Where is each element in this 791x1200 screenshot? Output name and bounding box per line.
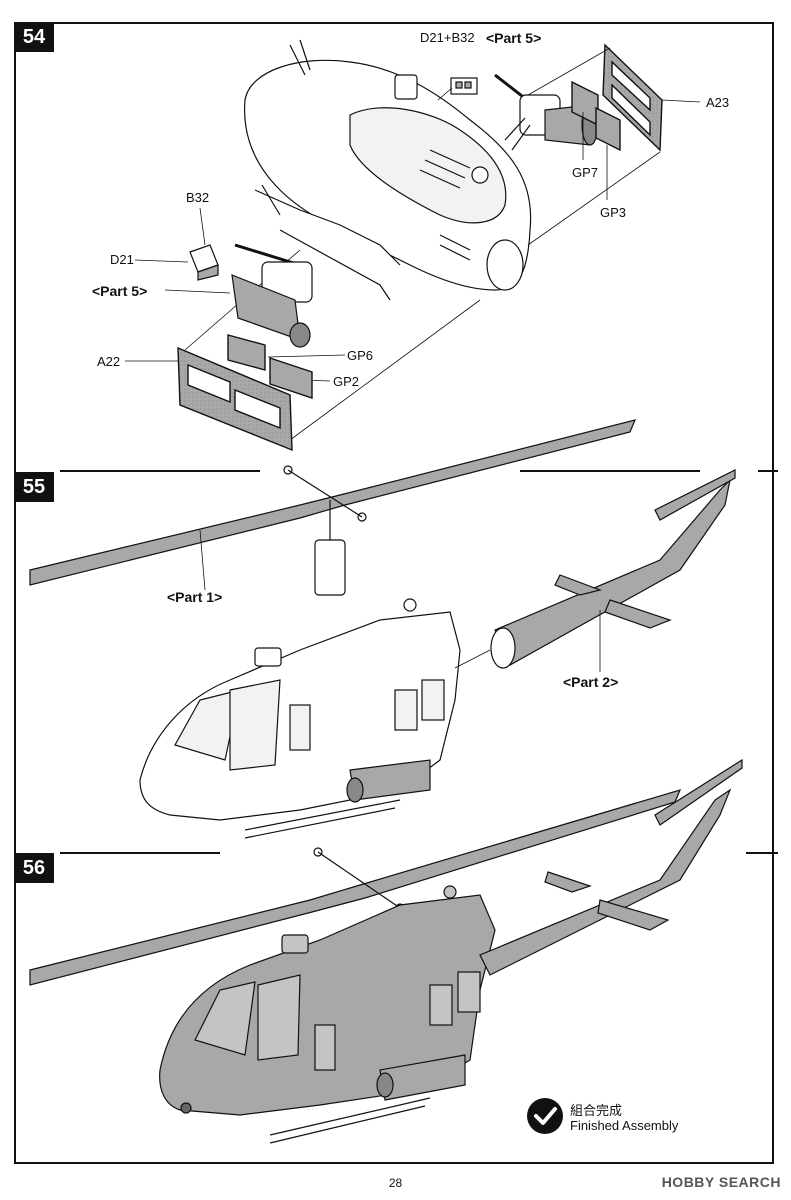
step-divider-55-far-right	[758, 470, 778, 472]
step-number-56: 56	[14, 853, 54, 883]
watermark-text: HOBBY SEARCH	[661, 1174, 781, 1190]
step-divider-55	[60, 470, 260, 472]
label-part2: <Part 2>	[563, 674, 619, 690]
step54-gun-left	[231, 243, 313, 348]
label-d21-b32: D21+B32	[420, 30, 475, 45]
step54-window-a23	[571, 43, 663, 152]
step54-part-d21b32-left	[189, 244, 219, 281]
finished-label-english: Finished Assembly	[570, 1118, 679, 1133]
label-b32: B32	[186, 190, 210, 205]
step55-fuselage	[139, 598, 461, 839]
step-divider-55-right	[520, 470, 700, 472]
label-part1: <Part 1>	[167, 589, 223, 605]
label-a22: A22	[97, 354, 121, 369]
step-divider-56-right	[746, 852, 778, 854]
label-a23: A23	[706, 95, 730, 110]
label-part5-left: <Part 5>	[92, 283, 148, 299]
finished-check-icon	[527, 1098, 563, 1134]
step-number-54: 54	[14, 22, 54, 52]
step54-part-d21b32-top	[450, 77, 478, 95]
page-number: 28	[388, 1176, 403, 1190]
label-gp3: GP3	[600, 205, 627, 220]
label-gp7: GP7	[572, 165, 599, 180]
label-d21: D21	[110, 252, 134, 267]
step-divider-56	[60, 852, 220, 854]
step55-tailboom	[490, 469, 736, 669]
step54-window-a22	[177, 334, 313, 452]
step54-cabin-illustration	[243, 39, 532, 301]
step56-complete-helicopter	[159, 758, 743, 1144]
step-number-55: 55	[14, 472, 54, 502]
label-gp2: GP2	[333, 374, 360, 389]
step55-leader-lines	[199, 529, 601, 672]
label-part5-top: <Part 5>	[486, 30, 542, 46]
page-frame	[14, 22, 774, 1164]
label-gp6: GP6	[347, 348, 374, 363]
finished-label-chinese: 組合完成	[570, 1104, 623, 1119]
step55-main-rotor	[29, 419, 637, 596]
